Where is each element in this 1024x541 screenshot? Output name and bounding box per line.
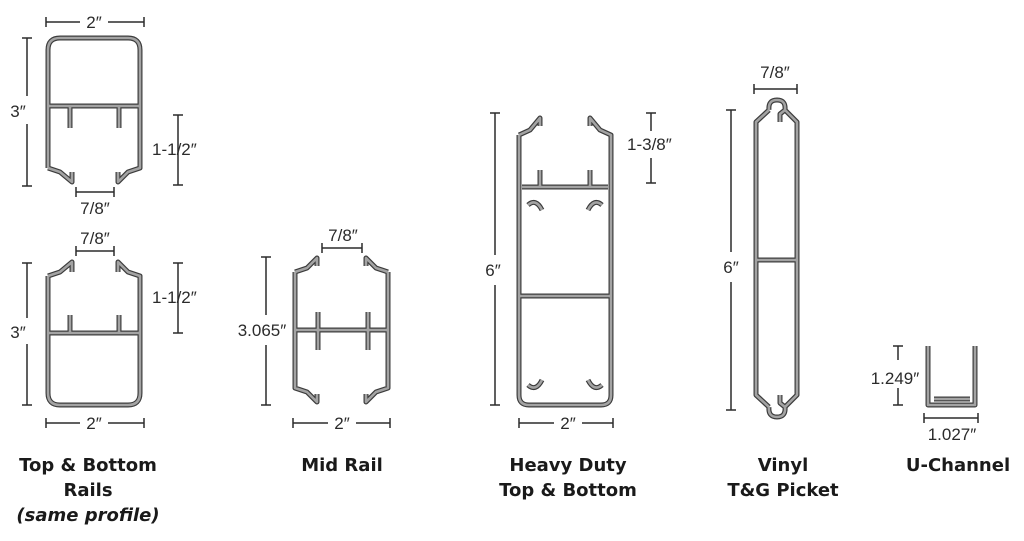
dim-width: 1.027″ [928,425,977,444]
dim-width: 7/8″ [760,63,790,82]
dim-height: 6″ [485,261,500,280]
rails-label-line1: Top & Bottom [19,455,157,476]
rails-label-line2: Rails [63,480,112,501]
dim-width: 2″ [334,414,349,433]
bottom-rail-profile [45,259,143,408]
bottom-rail-dimensions: 7/8″ 3″ 1-1/2″ 2″ [10,229,197,433]
heavy-duty-profile [516,115,614,408]
mid-rail-label: Mid Rail [301,455,383,476]
dim-upper: 1-3/8″ [627,135,672,154]
dim-height: 1.249″ [871,369,920,388]
dim-height: 3″ [10,102,25,121]
heavy-duty-dimensions: 6″ 1-3/8″ 2″ [485,112,672,433]
dim-opening: 7/8″ [328,226,358,245]
top-rail-profile [45,35,143,185]
dim-height: 3.065″ [238,321,287,340]
dim-height: 6″ [723,258,738,277]
dim-width: 2″ [86,13,101,32]
dim-opening: 7/8″ [80,229,110,248]
vinyl-picket-profile [753,97,800,420]
dim-opening: 7/8″ [80,199,110,218]
dim-lower: 1-1/2″ [152,140,197,159]
heavy-duty-label-line1: Heavy Duty [509,455,627,476]
u-channel-profile [925,346,978,408]
dim-upper: 1-1/2″ [152,288,197,307]
vinyl-label-line2: T&G Picket [727,480,839,501]
u-channel-dimensions: 1.249″ 1.027″ [871,345,979,444]
vinyl-picket-dimensions: 7/8″ 6″ [723,63,798,411]
heavy-duty-label-line2: Top & Bottom [499,480,637,501]
top-rail-dimensions: 2″ 3″ 1-1/2″ 7/8″ [10,13,197,218]
dim-width: 2″ [560,414,575,433]
dim-width: 2″ [86,414,101,433]
u-channel-label: U-Channel [906,455,1010,476]
dim-height: 3″ [10,323,25,342]
rails-label-line3: (same profile) [16,505,159,526]
vinyl-label-line1: Vinyl [758,455,809,476]
mid-rail-dimensions: 7/8″ 3.065″ 2″ [238,226,391,433]
mid-rail-profile [292,255,391,405]
